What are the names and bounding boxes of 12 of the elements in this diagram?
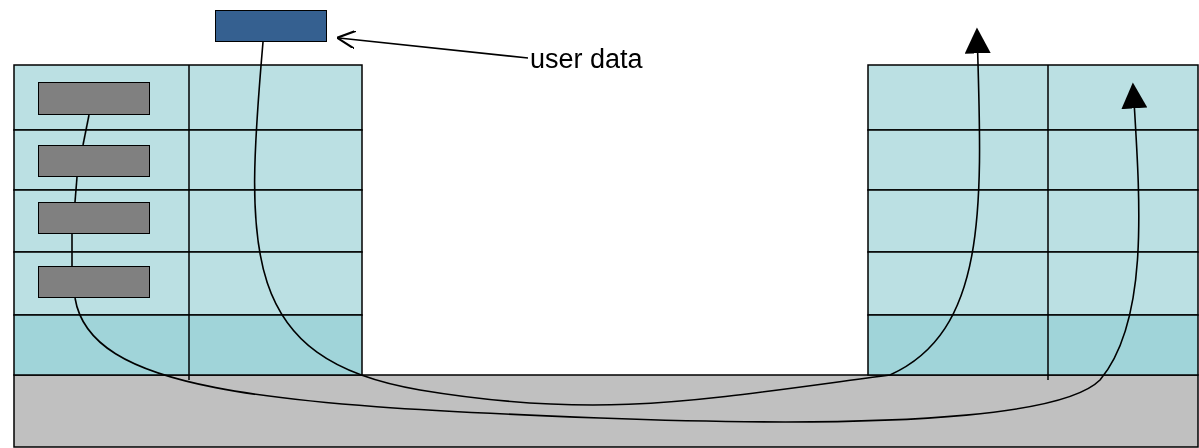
header-block — [38, 145, 150, 177]
leader-line — [336, 29, 529, 59]
arrow — [74, 82, 1148, 423]
header-block — [38, 82, 150, 115]
data-block — [215, 10, 327, 42]
header-block — [38, 202, 150, 234]
header-block — [38, 266, 150, 298]
arrow — [253, 27, 991, 406]
connector-line — [74, 176, 78, 203]
caption-text: user data — [530, 44, 643, 74]
connector-line — [71, 233, 73, 267]
connector-line — [82, 114, 90, 146]
